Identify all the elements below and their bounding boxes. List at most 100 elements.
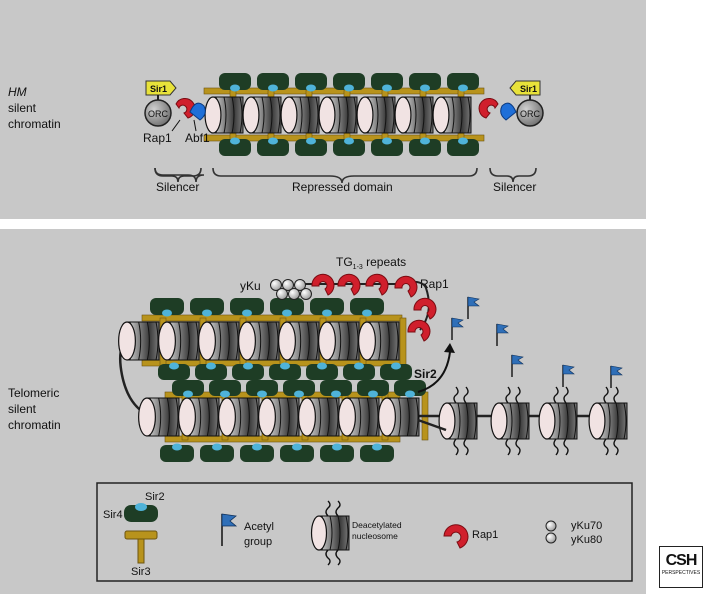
hm-nucleosome-0 [204,96,244,134]
rap1-1 [337,273,361,296]
legend-yku70-label: yKu70 [571,520,602,532]
hm-left-silencer-proteins: Sir1 ORC Rap1 Abf1 [143,80,210,145]
legend-box [96,482,633,582]
sir1-left-label: Sir1 [150,84,167,94]
acetyl-flag-0 [451,317,464,340]
silencer-left-bracket [154,167,202,183]
acetyl-flag-3 [511,354,524,377]
tel-sir4-lower-5 [360,443,394,462]
hm-nucleosome-5 [394,96,434,134]
acetyl-flag-5 [610,365,623,388]
yku-ball-1 [282,279,294,291]
yku-ball-0 [270,279,282,291]
sir2-arrow-label: Sir2 [414,367,437,381]
telomere-acetylated-nucleosomes [417,386,628,456]
tel-sir4-middle-b-0 [172,380,204,398]
tel-sir4-upper-0 [150,298,184,317]
hm-nucleosome-1 [242,96,282,134]
legend-deacetylated-line2: nucleosome [352,531,398,541]
sir4-bottom-0 [219,137,251,156]
tel-open-nucleosome-3 [588,402,628,440]
acetyl-flag-4 [562,364,575,387]
logo-main-text: CSH [665,552,698,569]
silencer-left-label: Silencer [156,180,199,194]
tel-sir4-middle-b-2 [246,380,278,398]
telomere-title-line1: Telomeric [8,386,59,400]
repressed-bracket [212,167,478,184]
tel-sir4-middle-a-1 [195,362,227,380]
tel-sir4-middle-a-3 [269,362,301,380]
tel-sir4-middle-a-2 [232,362,264,380]
tel-sir4-middle-b-5 [357,380,389,398]
sir4-bottom-6 [447,137,479,156]
sir1-right-shape [509,80,541,96]
rap1-left-label: Rap1 [143,131,172,145]
sir4-bottom-5 [409,137,441,156]
tel-sir4-lower-3 [280,443,314,462]
hm-right-silencer-proteins: Sir1 ORC [478,80,544,127]
hm-nucleosome-6 [432,96,472,134]
tel-open-nucleosome-2 [538,402,578,440]
rap1-0 [311,273,335,296]
sir1-right-label: Sir1 [520,84,537,94]
tel-nucleosome-upper-5 [318,321,360,361]
repressed-domain-label: Repressed domain [292,180,393,194]
sir4-top-6 [447,73,479,92]
rap1-right-shape [478,97,499,119]
tg-repeats-label: TG1-3 repeats [336,255,406,271]
hm-sir4-row [219,73,479,156]
telomere-rap1-array [311,273,437,342]
rap1-5 [407,319,431,342]
tel-open-nucleosome-0 [438,402,478,440]
tel-sir4-upper-3 [270,298,304,317]
tel-nucleosome-upper-6 [358,321,400,361]
yku-ball-3 [276,288,288,300]
silencer-right-bracket [489,167,537,183]
logo-sub-text: PERSPECTIVES [661,570,701,576]
rap1-3 [394,275,418,298]
acetyl-flag-1 [467,296,480,319]
legend-sir4-label: Sir4 [103,509,123,521]
sir4-top-2 [295,73,327,92]
hm-title-line2: silent [8,101,37,115]
telomere-title-line2: silent [8,402,37,416]
orc-right-label: ORC [520,109,541,119]
telomere-rap1-label: Rap1 [420,277,449,291]
tel-nucleosome-lower-2 [218,397,260,437]
sir4-top-0 [219,73,251,92]
telomere-yku-cluster [270,279,312,300]
tel-sir4-upper-2 [230,298,264,317]
legend-nucleosome-body [310,515,350,551]
rap1-4 [413,297,437,320]
telomere-sir4-rows [150,298,426,462]
legend-deacetylated-line1: Deacetylated [352,520,402,530]
histone-tails-0 [453,386,469,456]
acetyl-flag-2 [496,323,509,346]
tel-nucleosome-lower-4 [298,397,340,437]
tel-sir4-middle-b-1 [209,380,241,398]
tel-sir4-lower-4 [320,443,354,462]
hm-nucleosome-3 [318,96,358,134]
tel-sir4-lower-1 [200,443,234,462]
histone-tails-2 [553,386,569,456]
tel-nucleosome-lower-6 [378,397,420,437]
tel-nucleosome-upper-4 [278,321,320,361]
sir4-top-1 [257,73,289,92]
histone-tails-3 [603,386,619,456]
tel-sir4-middle-b-6 [394,380,426,398]
tel-sir4-middle-a-5 [343,362,375,380]
legend-sir2-label: Sir2 [145,491,165,503]
legend-rap1-label: Rap1 [472,529,498,541]
tel-nucleosome-upper-3 [238,321,280,361]
tel-nucleosome-upper-2 [198,321,240,361]
tel-sir4-middle-a-0 [158,362,190,380]
hm-nucleosome-4 [356,96,396,134]
sir4-bottom-2 [295,137,327,156]
legend-acetyl-line2: group [244,536,272,548]
yku-ball-4 [288,288,300,300]
csh-perspectives-logo: CSH PERSPECTIVES [659,546,703,588]
tel-nucleosome-lower-0 [138,397,180,437]
rap1-left-shape [175,97,196,119]
silencer-right-label: Silencer [493,180,536,194]
yku-ball-5 [300,288,312,300]
